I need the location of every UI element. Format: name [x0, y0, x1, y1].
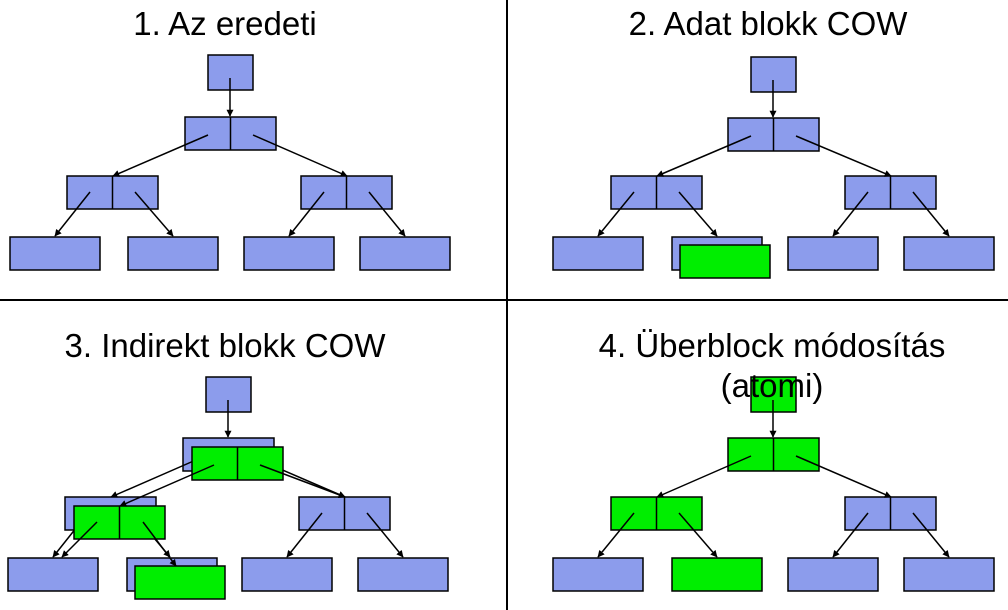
panel-2: 2. Adat blokk COW — [552, 5, 995, 279]
pointer-arrow — [54, 191, 91, 237]
data-block — [903, 557, 995, 592]
pointer-arrow — [110, 455, 206, 498]
pointer-arrow — [678, 191, 718, 237]
pointer-arrow — [142, 521, 177, 567]
pointer-arrow — [832, 191, 869, 237]
pointer-arrow — [134, 191, 174, 237]
panel-2-title: 2. Adat blokk COW — [629, 5, 909, 42]
pointer-arrow — [61, 521, 98, 558]
pointer-arrow — [368, 191, 406, 237]
new-data-block — [671, 557, 763, 592]
new-data-block-copy — [679, 244, 771, 279]
pointer-arrow — [912, 512, 950, 558]
panel-3: 3. Indirekt blokk COW — [7, 327, 449, 600]
new-data-block-copy — [134, 565, 226, 600]
panel-4-title-line1: 4. Überblock módosítás — [599, 327, 946, 364]
data-block — [7, 557, 99, 592]
panel-4: 4. Überblock módosítás (atomi) — [552, 327, 995, 592]
data-block — [552, 236, 644, 271]
data-block — [359, 236, 451, 271]
pointer-arrow — [795, 135, 892, 177]
pointer-arrow — [656, 135, 752, 177]
data-block — [9, 236, 101, 271]
pointer-arrow — [288, 191, 325, 237]
data-block — [787, 236, 879, 271]
pointer-arrow — [259, 464, 346, 499]
pointer-arrow — [795, 455, 892, 498]
pointer-arrow — [912, 191, 950, 237]
pointer-arrow — [366, 512, 404, 558]
data-block — [243, 236, 335, 271]
pointer-arrow — [112, 134, 209, 177]
data-block — [127, 236, 219, 271]
panel-1-title: 1. Az eredeti — [133, 5, 316, 42]
pointer-arrow — [678, 512, 718, 558]
data-block — [241, 557, 333, 592]
panel-4-title-line2: (atomi) — [721, 367, 824, 404]
pointer-arrow — [286, 512, 323, 558]
data-block — [357, 557, 449, 592]
data-block — [787, 557, 879, 592]
data-block — [903, 236, 995, 271]
pointer-arrow — [656, 455, 752, 498]
data-block — [552, 557, 644, 592]
panel-3-title: 3. Indirekt blokk COW — [65, 327, 387, 364]
panel-1: 1. Az eredeti — [9, 5, 451, 271]
pointer-arrow — [832, 512, 869, 558]
pointer-arrow — [252, 134, 348, 177]
pointer-arrow — [597, 512, 635, 558]
pointer-arrow — [597, 191, 635, 237]
pointer-arrow — [119, 464, 215, 507]
